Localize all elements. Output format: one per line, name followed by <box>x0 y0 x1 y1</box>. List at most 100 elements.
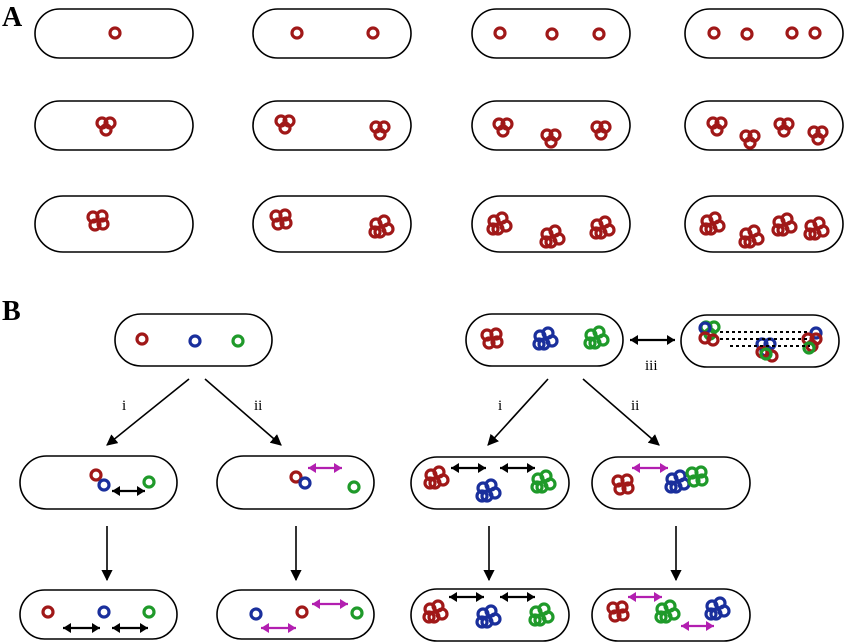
chromosome-focus <box>290 26 304 40</box>
chromosome-focus <box>583 336 597 350</box>
cell-outline <box>34 195 194 253</box>
chromosome-focus <box>97 605 111 619</box>
cell-outline <box>216 455 375 510</box>
chromosome-focus <box>544 135 558 149</box>
chromosome-focus <box>654 610 668 624</box>
cell-outline <box>471 8 631 59</box>
chromosome-focus <box>366 26 380 40</box>
double-arrow-head-left <box>630 335 638 345</box>
cell-outline <box>252 195 412 253</box>
double-arrow-head-left <box>112 623 120 633</box>
chromosome-focus <box>373 127 387 141</box>
cell-outline <box>252 100 412 151</box>
arrow-label-iii: iii <box>645 358 658 374</box>
cell-outline <box>471 100 631 151</box>
chromosome-focus <box>808 227 822 241</box>
chromosome-focus <box>545 27 559 41</box>
cell-outline <box>465 313 624 367</box>
chromosome-focus <box>743 136 757 150</box>
cell-outline <box>19 589 178 640</box>
double-arrow-head-right <box>527 592 535 602</box>
panel-a-label: A <box>2 2 23 33</box>
chromosome-focus <box>709 607 723 621</box>
chromosome-focus <box>738 235 752 249</box>
chromosome-focus <box>535 480 549 494</box>
double-arrow-head-right <box>654 592 662 602</box>
chromosome-focus <box>695 473 709 487</box>
chromosome-focus <box>97 478 111 492</box>
cell-outline <box>684 8 844 59</box>
cell-outline <box>252 8 412 59</box>
cell-outline <box>680 314 840 368</box>
chromosome-focus <box>528 613 542 627</box>
cell-outline <box>471 195 631 253</box>
chromosome-focus <box>142 605 156 619</box>
chromosome-focus <box>530 480 544 494</box>
chromosome-focus <box>704 222 718 236</box>
double-arrow-head-right <box>288 623 296 633</box>
double-arrow-head-right <box>340 599 348 609</box>
arrow-label-left-i: i <box>122 398 126 414</box>
chromosome-focus <box>687 474 701 488</box>
chromosome-focus <box>368 225 382 239</box>
chromosome-focus <box>740 27 754 41</box>
arrow <box>582 378 660 446</box>
double-arrow-head-right <box>140 623 148 633</box>
chromosome-focus <box>95 209 109 223</box>
chromosome-focus <box>271 217 285 231</box>
chromosome-focus <box>588 336 602 350</box>
chromosome-focus <box>373 225 387 239</box>
chromosome-focus <box>108 26 122 40</box>
chromosome-focus <box>475 615 489 629</box>
chromosome-focus <box>482 336 496 350</box>
double-arrow-head-left <box>308 463 316 473</box>
double-arrow-head-left <box>312 599 320 609</box>
chromosome-focus <box>279 216 293 230</box>
double-arrow-head-left <box>261 623 269 633</box>
chromosome-focus <box>759 347 773 361</box>
chromosome-focus <box>659 610 673 624</box>
chromosome-focus <box>532 337 546 351</box>
cell-outline <box>684 100 844 151</box>
chromosome-focus <box>486 222 500 236</box>
double-arrow-head-left <box>632 463 640 473</box>
chromosome-focus <box>615 600 629 614</box>
double-arrow-head-left <box>628 592 636 602</box>
chromosome-focus <box>743 235 757 249</box>
chromosome-focus <box>621 481 635 495</box>
cell-outline <box>114 313 273 367</box>
chromosome-focus <box>99 123 113 137</box>
double-arrow-head-right <box>334 463 342 473</box>
chromosome-focus <box>608 609 622 623</box>
chromosome-focus <box>669 480 683 494</box>
cell-outline <box>216 589 375 640</box>
chromosome-focus <box>802 341 816 355</box>
double-arrow-head-right <box>137 486 145 496</box>
chromosome-focus <box>589 226 603 240</box>
chromosome-focus <box>694 465 708 479</box>
chromosome-focus <box>475 489 489 503</box>
chromosome-focus <box>537 337 551 351</box>
chromosome-focus <box>496 124 510 138</box>
chromosome-focus <box>289 470 303 484</box>
chromosome-focus <box>135 332 149 346</box>
chromosome-focus <box>89 468 103 482</box>
double-arrow-head-left <box>63 623 71 633</box>
chromosome-focus <box>295 605 309 619</box>
double-arrow-head-right <box>478 463 486 473</box>
chromosome-focus <box>808 26 822 40</box>
chromosome-focus <box>811 132 825 146</box>
chromosome-focus <box>249 607 263 621</box>
cell-outline <box>591 588 751 642</box>
chromosome-focus <box>480 489 494 503</box>
double-arrow-head-left <box>449 592 457 602</box>
chromosome-focus <box>777 124 791 138</box>
chromosome-focus <box>699 222 713 236</box>
chromosome-focus <box>489 327 503 341</box>
chromosome-focus <box>594 226 608 240</box>
cell-outline <box>591 456 751 510</box>
cell-outline <box>34 100 194 151</box>
arrow <box>106 378 190 446</box>
panel-b-label: B <box>2 296 21 327</box>
